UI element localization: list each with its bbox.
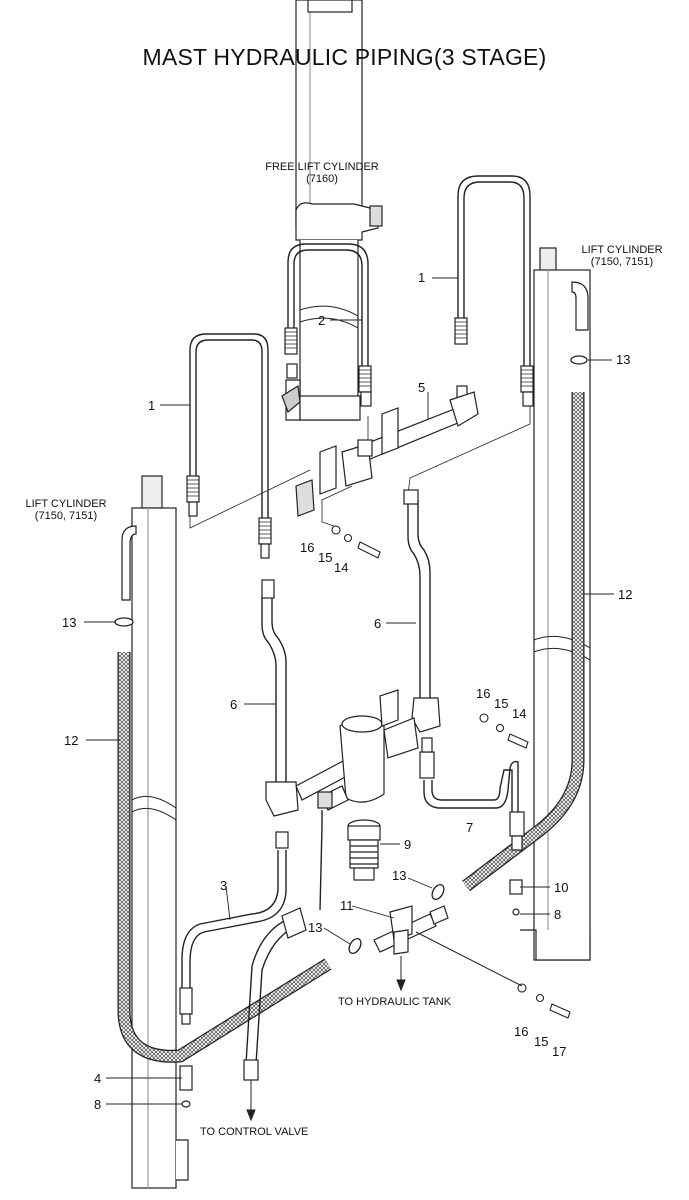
lift-cylinder-right-code: (7150, 7151): [590, 256, 654, 268]
bolt-set-upper: [331, 525, 571, 1019]
callout-16-middle: 16: [476, 686, 491, 701]
callout-6-left: 6: [230, 697, 238, 712]
hose-fittings: [186, 317, 534, 559]
callout-8-left: 8: [94, 1097, 102, 1112]
callout-8-right: 8: [554, 907, 562, 922]
free-lift-cylinder-code: (7160): [306, 173, 338, 185]
callout-13-mid: 13: [392, 868, 407, 883]
clamps-13: [114, 355, 588, 955]
upper-hoses: [189, 175, 531, 520]
break-lines: [131, 305, 591, 821]
callout-16-lower: 16: [514, 1024, 529, 1039]
hose-12-right: [462, 392, 585, 892]
callout-15-upper: 15: [318, 550, 333, 565]
callout-10: 10: [554, 880, 569, 895]
callout-13-left: 13: [62, 615, 77, 630]
callout-16-upper: 16: [300, 540, 315, 555]
fitting-9: [347, 819, 381, 881]
callout-6-right: 6: [374, 616, 382, 631]
callout-1-left: 1: [148, 398, 156, 413]
callout-leaders: [84, 277, 614, 1105]
callout-15-lower: 15: [534, 1034, 549, 1049]
callout-13-right: 13: [616, 352, 631, 367]
lift-cylinder-left-name: LIFT CYLINDER: [25, 498, 107, 510]
callout-13-lower: 13: [308, 920, 323, 935]
callout-2: 2: [318, 313, 326, 328]
lift-cylinder-left: [121, 475, 189, 1189]
callout-4: 4: [94, 1071, 102, 1086]
hose-7: [423, 760, 519, 820]
leader-lines: [189, 406, 531, 529]
to-hydraulic-tank-label: TO HYDRAULIC TANK: [338, 996, 452, 1008]
free-lift-cylinder-label: FREE LIFT CYLINDER (7160): [252, 161, 392, 185]
hose-3: [181, 850, 287, 990]
callout-5: 5: [418, 380, 426, 395]
callout-14-upper: 14: [334, 560, 349, 575]
to-control-valve-label: TO CONTROL VALVE: [200, 1126, 309, 1138]
lift-cylinder-right-name: LIFT CYLINDER: [581, 244, 663, 256]
callout-1-right: 1: [418, 270, 426, 285]
pipes-6: [261, 500, 431, 782]
callout-12-right: 12: [618, 587, 633, 602]
callout-17: 17: [552, 1044, 567, 1059]
free-lift-cylinder: [285, 0, 383, 421]
manifold-5: [295, 391, 479, 517]
center-block: [295, 689, 419, 811]
callout-15-middle: 15: [494, 696, 509, 711]
flow-arrows: [246, 931, 523, 1122]
callout-9: 9: [404, 837, 412, 852]
callout-12-left: 12: [64, 733, 79, 748]
hose-12-left: [117, 652, 332, 1063]
callout-3: 3: [220, 878, 228, 893]
lift-cylinder-left-code: (7150, 7151): [34, 510, 98, 522]
page-title: MAST HYDRAULIC PIPING(3 STAGE): [142, 44, 547, 70]
free-lift-cylinder-name: FREE LIFT CYLINDER: [265, 161, 379, 173]
tee-11: [373, 905, 449, 955]
lift-cylinder-left-label: LIFT CYLINDER (7150, 7151): [8, 498, 124, 522]
lift-cylinder-right-label: LIFT CYLINDER (7150, 7151): [564, 244, 680, 268]
callout-14-middle: 14: [512, 706, 527, 721]
callout-11: 11: [340, 898, 354, 913]
callout-7: 7: [466, 820, 474, 835]
